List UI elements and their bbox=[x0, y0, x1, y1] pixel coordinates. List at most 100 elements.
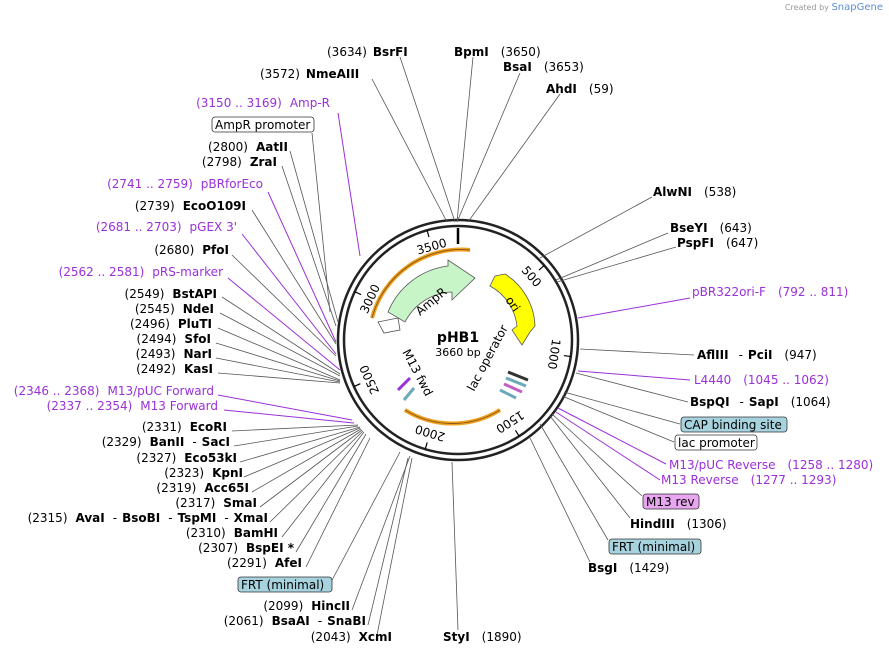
label-m13puc-reverse: M13/pUC Reverse(1258 .. 1280) bbox=[669, 458, 873, 472]
sep3-avai: - bbox=[224, 511, 228, 525]
box-m13-rev bbox=[642, 493, 700, 510]
leader-bsgi bbox=[529, 437, 591, 563]
label-ecoo109i: (2739) EcoO109I bbox=[135, 199, 246, 213]
pos-bsgi: (1429) bbox=[629, 561, 669, 575]
label-pbr322ori: pBR322ori-F(792 .. 811) bbox=[692, 285, 848, 299]
enzyme-bamhi: BamHI bbox=[234, 526, 278, 540]
box-frt-right bbox=[608, 538, 702, 555]
enzyme-sapi: SapI bbox=[749, 395, 779, 409]
label-pfoi: (2680)PfoI bbox=[154, 243, 229, 257]
leader-kasi bbox=[217, 372, 341, 384]
leader-smai bbox=[259, 429, 363, 508]
enzyme-ahdi: AhdI bbox=[546, 82, 577, 96]
enzyme-avai: AvaI bbox=[76, 511, 105, 525]
range-m13-reverse: (1277 .. 1293) bbox=[751, 473, 837, 487]
label-avai: (2315)AvaI-BsoBI-TspMI-XmaI bbox=[28, 511, 268, 525]
leader-hincii bbox=[351, 455, 411, 611]
sep-banii: - bbox=[192, 435, 196, 449]
tick-mark bbox=[426, 230, 430, 238]
frt-mark-left bbox=[402, 387, 416, 401]
tick-label: 2500 bbox=[357, 363, 382, 397]
enzyme-bseyi: BseYI bbox=[670, 221, 708, 235]
pos-bstapi: (2549) bbox=[125, 287, 165, 301]
pos-pfoi: (2680) bbox=[154, 243, 194, 257]
enzyme-bsai: BsaI bbox=[503, 60, 532, 74]
ampr-feature-arrow[interactable] bbox=[387, 259, 476, 323]
sep-avai: - bbox=[113, 511, 117, 525]
enzyme-kasi: KasI bbox=[184, 362, 213, 376]
m13-fwd-group bbox=[396, 376, 416, 401]
feature-prsmarker: pRS-marker bbox=[152, 265, 223, 279]
enzyme-nari: NarI bbox=[183, 347, 212, 361]
cap-site-mark bbox=[505, 376, 527, 388]
enzyme-ecoo109i: EcoO109I bbox=[183, 199, 246, 213]
range-pbrforeco: (2741 .. 2759) bbox=[107, 177, 193, 191]
label-hindiii: HindIII (1306) bbox=[630, 517, 727, 531]
tick-mark bbox=[538, 265, 545, 271]
range-l4440: (1045 .. 1062) bbox=[743, 373, 829, 387]
enzyme-afei: AfeI bbox=[275, 556, 302, 570]
label-nari: (2493)NarI bbox=[136, 347, 212, 361]
label-banii: (2329)BanII-SacI bbox=[102, 435, 230, 449]
leader-nari bbox=[215, 357, 341, 383]
leader-lines bbox=[215, 56, 695, 641]
plasmid-length: 3660 bp bbox=[435, 346, 480, 359]
feature-m13puc-forward: M13/pUC Forward bbox=[107, 384, 214, 398]
leader-kpni bbox=[243, 427, 361, 478]
enzyme-pspfi: PspFI bbox=[677, 236, 714, 250]
enzyme-tspmi: TspMI bbox=[178, 511, 217, 525]
pos-nmeaiii: (3572) bbox=[260, 67, 300, 81]
label-bsai: BsaI(3653) bbox=[503, 60, 584, 74]
label-ampr: (3150 .. 3169)Amp-R bbox=[196, 96, 330, 110]
enzyme-saci: SacI bbox=[202, 435, 230, 449]
label-ahdi: AhdI(59) bbox=[546, 82, 614, 96]
enzyme-pluti: PluTI bbox=[178, 317, 212, 331]
m13-fwd-mark bbox=[396, 376, 412, 392]
label-afliii: AflIII-PciI(947) bbox=[697, 348, 817, 362]
pos-bsrfi: (3634) bbox=[327, 45, 367, 59]
label-acc65i: (2319)Acc65I bbox=[156, 481, 249, 495]
snapgene-brand: Created by SnapGene bbox=[785, 2, 883, 13]
pos-smai: (2317) bbox=[175, 496, 215, 510]
m13-rev-mark bbox=[503, 382, 523, 394]
leader-ecori bbox=[231, 424, 359, 432]
label-pbrforeco: (2741 .. 2759)pBRforEco bbox=[107, 177, 263, 191]
label-m13-reverse: M13 Reverse(1277 .. 1293) bbox=[661, 473, 836, 487]
leader-bsai bbox=[456, 72, 521, 223]
leader-zrai bbox=[281, 165, 337, 327]
leader-banii bbox=[233, 425, 359, 447]
leader-aatii bbox=[289, 150, 339, 323]
tick-mark bbox=[563, 354, 571, 358]
ori-feature-arrow[interactable] bbox=[489, 273, 536, 346]
leader-pspfi bbox=[556, 246, 677, 283]
pos-ecoo109i: (2739) bbox=[135, 199, 175, 213]
label-ampr-promoter: AmpR promoter bbox=[215, 118, 310, 132]
enzyme-styi: StyI bbox=[443, 630, 470, 644]
pos-eco53ki: (2327) bbox=[136, 451, 176, 465]
range-m13puc-reverse: (1258 .. 1280) bbox=[788, 458, 874, 472]
label-xcmi: (2043)XcmI bbox=[311, 630, 392, 644]
feature-pbr322ori: pBR322ori-F bbox=[692, 285, 766, 299]
primer-arc-bottom-inner bbox=[404, 409, 501, 424]
enzyme-xmai: XmaI bbox=[234, 511, 268, 525]
label-bsaai: (2061)BsaAI-SnaBI bbox=[224, 614, 366, 628]
label-m13-rev: M13 rev bbox=[646, 495, 695, 509]
ampr-promoter-arrow[interactable] bbox=[377, 317, 401, 334]
enzyme-bstapi: BstAPI bbox=[172, 287, 217, 301]
leader-pluti bbox=[217, 327, 341, 381]
enzyme-hindiii: HindIII bbox=[630, 517, 675, 531]
pos-bspei: (2307) bbox=[198, 541, 238, 555]
label-hincii: (2099)HincII bbox=[263, 599, 350, 613]
label-smai: (2317)SmaI bbox=[175, 496, 257, 510]
pos-pspfi: (647) bbox=[726, 236, 758, 250]
leader-hindiii bbox=[549, 415, 631, 519]
enzyme-bspqi: BspQI bbox=[690, 395, 730, 409]
leader-m13rev bbox=[555, 411, 661, 481]
pos-xcmi: (2043) bbox=[311, 630, 351, 644]
enzyme-kpni: KpnI bbox=[212, 466, 243, 480]
primer-arc-top-inner bbox=[371, 249, 471, 319]
leader-styi bbox=[451, 461, 459, 631]
enzyme-ecori: EcoRI bbox=[190, 420, 227, 434]
pos-hindiii: (1306) bbox=[687, 517, 727, 531]
leader-ahdi bbox=[467, 93, 561, 223]
